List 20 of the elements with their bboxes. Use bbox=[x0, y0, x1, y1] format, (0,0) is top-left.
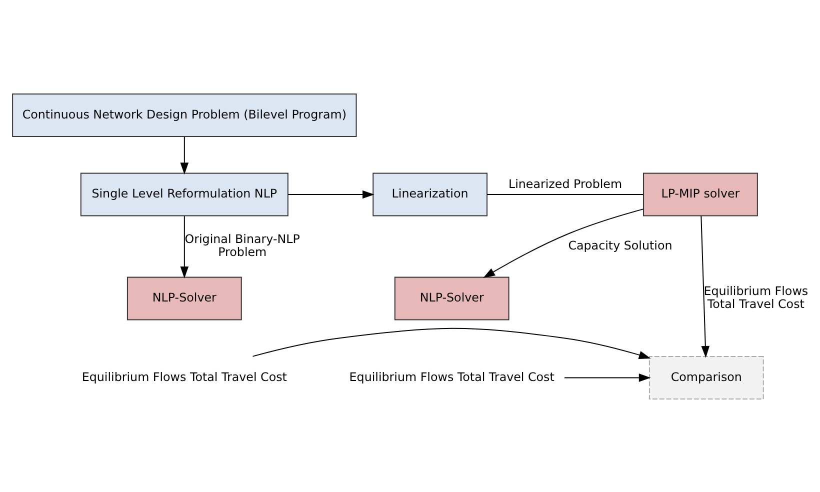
edge-label: Original Binary-NLP Problem bbox=[184, 232, 300, 259]
arrow bbox=[483, 208, 644, 278]
arrow bbox=[252, 327, 651, 359]
node-box: Comparison bbox=[648, 355, 764, 400]
arrow bbox=[180, 215, 189, 278]
node-box: Linearization bbox=[372, 172, 488, 216]
arrow bbox=[180, 136, 189, 174]
arrow bbox=[288, 190, 374, 198]
node-box: NLP-Solver bbox=[126, 276, 242, 320]
node-text: Equilibrium Flows Total Travel Cost bbox=[82, 369, 287, 384]
edge-label: Equilibrium Flows Total Travel Cost bbox=[704, 284, 808, 311]
edge-label: Capacity Solution bbox=[568, 238, 672, 252]
arrow bbox=[700, 214, 710, 358]
node-text: Equilibrium Flows Total Travel Cost bbox=[349, 369, 554, 384]
node-box: LP-MIP solver bbox=[643, 172, 758, 216]
node-box: Single Level Reformulation NLP bbox=[80, 172, 288, 216]
node-box: Continuous Network Design Problem (Bilevel Program) bbox=[12, 92, 357, 137]
node-box: NLP-Solver bbox=[394, 276, 510, 320]
edge-label: Linearized Problem bbox=[508, 176, 622, 191]
arrow bbox=[564, 373, 651, 382]
